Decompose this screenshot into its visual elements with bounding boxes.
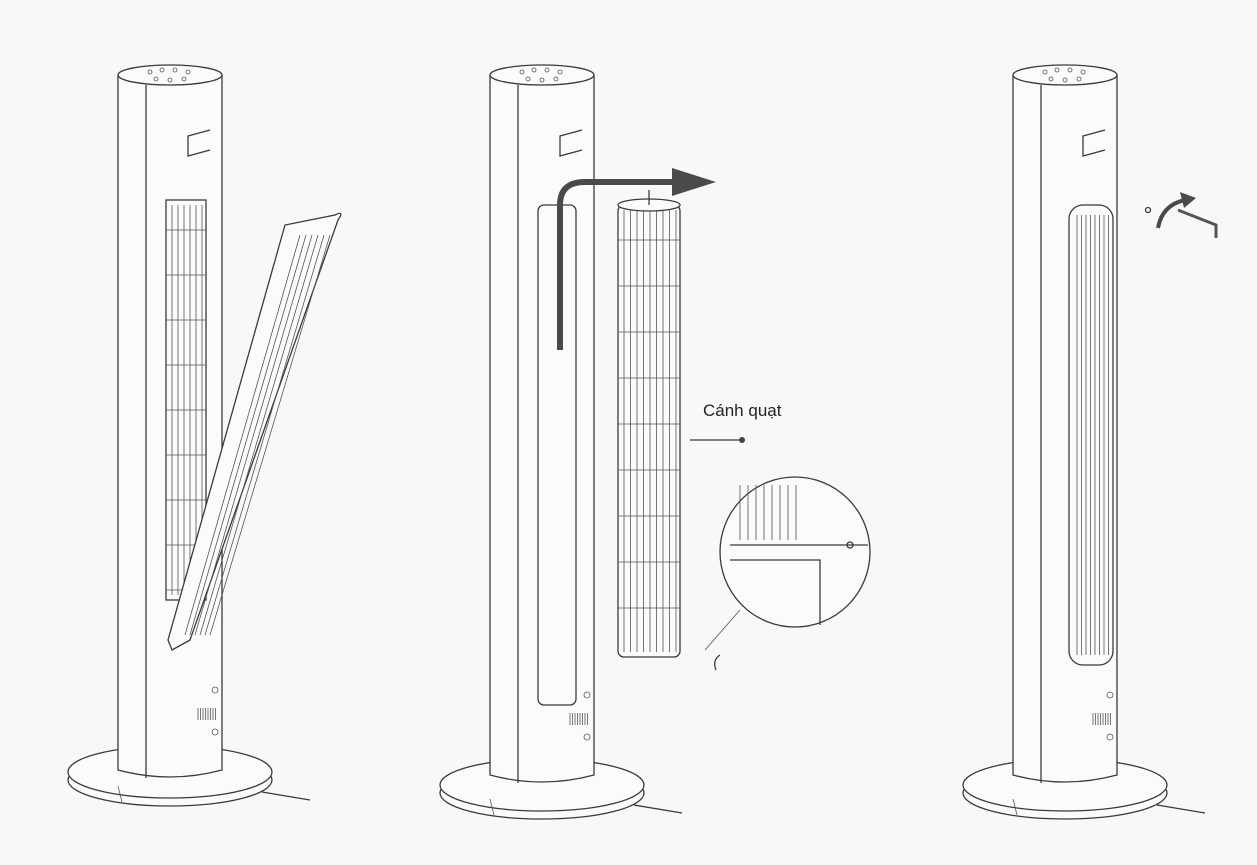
- top-panel: [1012, 64, 1118, 86]
- arrowhead-icon: [672, 168, 716, 196]
- callout-dot: [739, 437, 745, 443]
- top-panel: [117, 64, 223, 86]
- control-button-icon: [539, 77, 545, 83]
- control-button-icon: [519, 69, 525, 75]
- control-button-icon: [525, 76, 531, 82]
- arrow-up-right-icon: [557, 179, 675, 350]
- hex-key-icon: [1177, 208, 1218, 238]
- control-button-icon: [553, 76, 559, 82]
- control-button-icon: [1054, 67, 1060, 73]
- handle: [1082, 129, 1106, 157]
- control-button-icon: [159, 67, 165, 73]
- front-grille: [1068, 204, 1114, 666]
- curved-arrow-icon: [1156, 198, 1186, 229]
- control-button-icon: [1076, 76, 1082, 82]
- control-button-icon: [531, 67, 537, 73]
- power-cord: [633, 804, 683, 814]
- control-button-icon: [1062, 77, 1068, 83]
- fan-blade-removed: [617, 204, 681, 658]
- control-button-icon: [147, 69, 153, 75]
- handle: [559, 129, 583, 157]
- screw-icon: [846, 541, 854, 549]
- detail-magnifier: [719, 476, 871, 628]
- control-button-icon: [1048, 76, 1054, 82]
- tower-fan-step-3: [962, 64, 1218, 820]
- handle: [187, 129, 211, 157]
- tower-fan-step-2: [439, 64, 871, 820]
- tower-fan-step-1: [67, 64, 342, 807]
- control-button-icon: [1042, 69, 1048, 75]
- control-button-icon: [544, 67, 550, 73]
- control-button-icon: [185, 69, 191, 75]
- top-panel: [489, 64, 595, 86]
- power-cord: [1156, 804, 1206, 814]
- screw-icon: [1144, 206, 1152, 214]
- fan-blade-label: Cánh quạt: [703, 401, 782, 420]
- control-button-icon: [1067, 67, 1073, 73]
- control-button-icon: [557, 69, 563, 75]
- control-button-icon: [1080, 69, 1086, 75]
- control-button-icon: [181, 76, 187, 82]
- power-cord: [261, 791, 311, 801]
- control-button-icon: [167, 77, 173, 83]
- rotate-arrow-icon: [714, 654, 721, 671]
- control-button-icon: [172, 67, 178, 73]
- control-button-icon: [153, 76, 159, 82]
